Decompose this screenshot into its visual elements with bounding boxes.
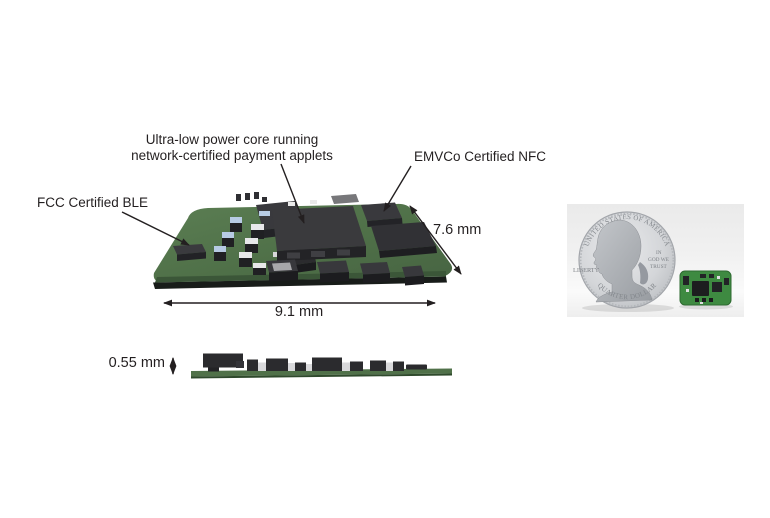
depth-dimension-arrow <box>409 205 462 275</box>
leader-arrows <box>121 163 412 246</box>
blue-capacitors <box>214 211 270 261</box>
front-components <box>266 259 424 286</box>
svg-text:TRUST: TRUST <box>650 264 668 270</box>
dimension-arrows <box>163 205 462 375</box>
core-label: Ultra-low power core running network-cer… <box>117 132 347 164</box>
photo-module <box>679 270 732 306</box>
nfc-label: EMVCo Certified NFC <box>414 149 547 164</box>
depth-dimension-label: 7.6 mm <box>433 222 482 238</box>
board-pads <box>288 194 359 206</box>
coin-liberty-text: LIBERTY <box>573 267 600 274</box>
core-arrow <box>280 163 305 224</box>
secure-core-chip <box>272 206 366 261</box>
ble-chip <box>173 244 206 261</box>
pcb-side-view <box>191 353 452 379</box>
connector-pins <box>236 192 267 202</box>
nfc-arrow <box>383 165 412 212</box>
core-label-line1: Ultra-low power core running <box>145 132 319 147</box>
pcb-top-view <box>153 192 453 289</box>
core-label-line2: network-certified payment applets <box>131 147 333 163</box>
ble-arrow <box>121 211 190 246</box>
scale-photo: UNITED STATES OF AMERICA QUARTER DOLLAR … <box>567 204 744 317</box>
white-capacitors <box>239 224 266 275</box>
coin-reeded-edge <box>579 212 675 308</box>
width-dimension-label: 9.1 mm <box>274 304 324 320</box>
svg-text:IN: IN <box>656 250 662 256</box>
washington-bust <box>592 219 653 303</box>
coin-motto-text: IN GOD WE TRUST <box>648 250 669 270</box>
thickness-dimension-label: 0.55 mm <box>108 355 165 371</box>
ble-label: FCC Certified BLE <box>37 195 149 210</box>
side-components <box>203 353 427 372</box>
bust-queue <box>638 262 649 285</box>
side-board-bottom <box>191 373 452 379</box>
svg-text:GOD WE: GOD WE <box>648 257 669 263</box>
